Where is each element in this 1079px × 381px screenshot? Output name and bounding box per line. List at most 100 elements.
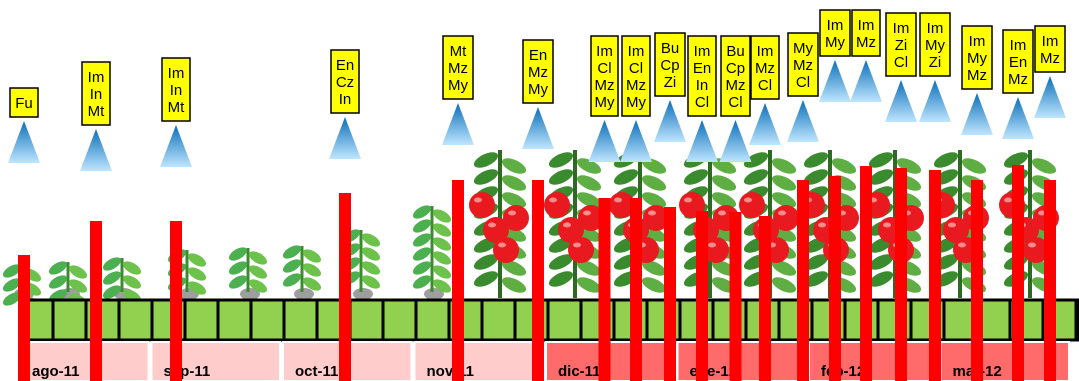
application-bar — [339, 193, 351, 381]
application-bar — [599, 198, 611, 381]
spray-cone — [160, 125, 192, 167]
application-bar — [630, 198, 642, 381]
product-code: Im — [628, 43, 645, 60]
product-code: Mz — [793, 57, 813, 74]
tomato-fruit — [568, 237, 594, 263]
application-bar — [730, 212, 742, 381]
spray-cone — [442, 103, 474, 145]
product-code: En — [529, 47, 547, 64]
product-code: En — [1009, 54, 1027, 71]
spray-cone — [522, 107, 554, 149]
tomato-fruit — [773, 205, 799, 231]
spray-cone — [1034, 76, 1066, 118]
product-code: Zi — [664, 74, 677, 91]
product-code: Cl — [796, 74, 810, 91]
spray-cone — [885, 80, 917, 122]
product-code: Mz — [626, 77, 646, 94]
product-code: Cl — [597, 60, 611, 77]
spray-cone — [329, 117, 361, 159]
spray-cone — [749, 103, 781, 145]
product-code: Cp — [726, 60, 745, 77]
product-code: Zi — [895, 37, 908, 54]
spray-cone — [919, 80, 951, 122]
product-code: Mz — [1040, 50, 1060, 67]
product-code: Cl — [894, 54, 908, 71]
product-code: Im — [969, 33, 986, 50]
product-code: Im — [168, 65, 185, 82]
spray-cone — [787, 100, 819, 142]
product-code: Bu — [661, 40, 679, 57]
tomato-plant — [544, 149, 604, 298]
month-cell: ago-11 — [20, 342, 149, 381]
product-code: Mz — [448, 60, 468, 77]
product-code: Cl — [629, 60, 643, 77]
product-code: Bu — [726, 43, 744, 60]
month-label: ago-11 — [32, 363, 80, 380]
application-bar — [759, 216, 771, 381]
product-code: Im — [1010, 37, 1027, 54]
product-code: Im — [927, 20, 944, 37]
product-code: Im — [596, 43, 613, 60]
spray-cone — [720, 120, 752, 162]
application-bar — [860, 166, 872, 381]
tomato-plant — [469, 149, 529, 298]
product-code: En — [336, 57, 354, 74]
product-code: Mt — [88, 103, 105, 120]
month-label: dic-11 — [558, 363, 601, 380]
product-code: Im — [757, 43, 774, 60]
product-code: Mz — [856, 34, 876, 51]
product-code: Im — [88, 69, 105, 86]
month-cell: feb-12 — [809, 342, 938, 381]
product-code: Mt — [450, 43, 467, 60]
product-code: Cl — [728, 94, 742, 111]
product-code: Mt — [168, 99, 185, 116]
product-code: En — [693, 60, 711, 77]
tomato-plant — [864, 149, 924, 298]
product-code: Mz — [595, 77, 615, 94]
product-code: Im — [1042, 33, 1059, 50]
application-bar — [1044, 180, 1056, 381]
product-code: My — [626, 94, 646, 111]
product-code: Mz — [967, 67, 987, 84]
spray-cone — [819, 60, 851, 102]
application-bar — [895, 168, 907, 381]
product-code: My — [793, 40, 813, 57]
application-bar — [664, 207, 676, 381]
application-bar — [797, 180, 809, 381]
application-bar — [929, 170, 941, 381]
spray-cone — [589, 120, 621, 162]
tomato-fruit — [493, 237, 519, 263]
product-code: Im — [893, 20, 910, 37]
product-code: Cl — [695, 94, 709, 111]
product-code: My — [967, 50, 987, 67]
spray-cone — [686, 120, 718, 162]
spray-cone — [850, 60, 882, 102]
product-code: My — [528, 81, 548, 98]
product-code: In — [170, 82, 183, 99]
spray-cone — [654, 100, 686, 142]
product-code: My — [825, 34, 845, 51]
product-code: Mz — [1008, 71, 1028, 88]
product-code: Im — [694, 43, 711, 60]
product-code: Fu — [15, 95, 33, 112]
application-bar — [829, 176, 841, 381]
spray-cone — [8, 121, 40, 163]
product-code: Im — [827, 17, 844, 34]
spray-cone — [961, 93, 993, 135]
product-code: Im — [858, 17, 875, 34]
month-cell: nov-11 — [415, 342, 544, 381]
product-code: In — [90, 86, 103, 103]
tomato-fruit — [544, 192, 570, 218]
seedling-plant — [281, 243, 323, 300]
application-bar — [90, 221, 102, 381]
tomato-fruit — [503, 205, 529, 231]
product-code: Mz — [726, 77, 746, 94]
application-bar — [971, 180, 983, 381]
product-code: Cz — [336, 74, 354, 91]
application-bar — [696, 211, 708, 381]
seedling-plant — [101, 255, 143, 306]
spray-cone — [620, 120, 652, 162]
product-code: Mz — [528, 64, 548, 81]
